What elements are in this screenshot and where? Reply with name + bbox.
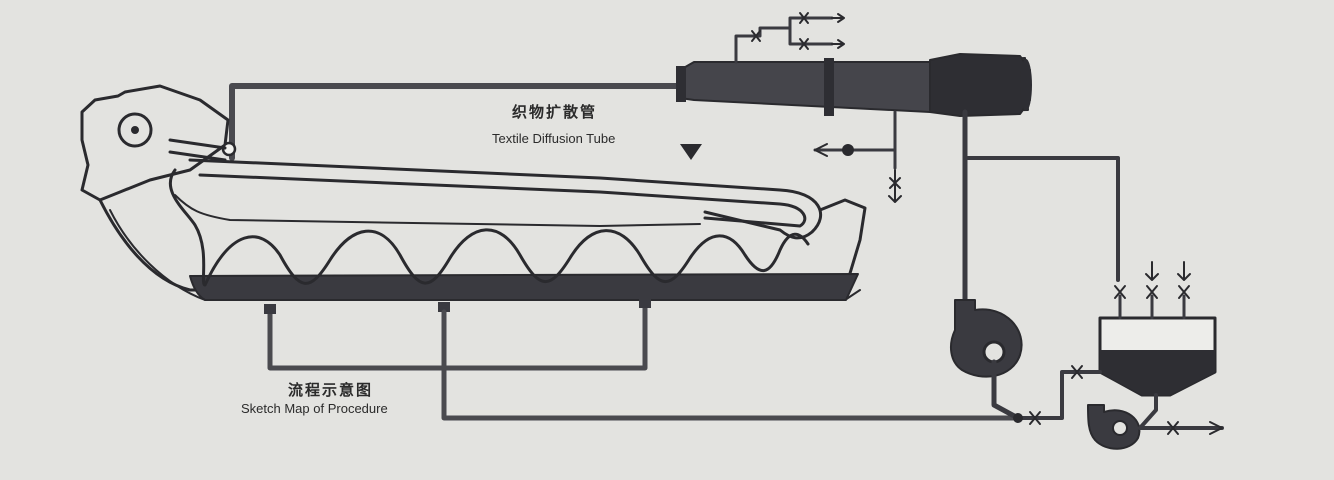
arrow-icon [831, 13, 845, 23]
valve-icon [1029, 411, 1041, 425]
inner-tube [188, 158, 823, 240]
drain-port-2 [438, 302, 450, 312]
vessel-hull [98, 198, 867, 292]
arrow-icon [888, 169, 902, 203]
diffusion-tube-label-en: Textile Diffusion Tube [492, 131, 616, 146]
side-outlet-line [813, 110, 897, 170]
diffusion-tube-label-cn: 织物扩散管 [512, 103, 598, 121]
valve-icon [1114, 285, 1126, 299]
liquor-layer [189, 273, 859, 301]
winch-housing [80, 84, 230, 202]
addition-line [1016, 370, 1102, 420]
fabric-wave [168, 168, 810, 287]
arrow-icon [1209, 421, 1223, 435]
valve-icon [1167, 421, 1179, 435]
sight-glass [842, 144, 854, 156]
valve-icon [799, 12, 809, 24]
arrow-icon [1177, 261, 1191, 281]
drain-port-1 [264, 304, 276, 314]
sketch-map-label-cn: 流程示意图 [288, 381, 374, 399]
overflow-pipe [966, 156, 1120, 282]
arrow-icon [1145, 261, 1159, 281]
drain-manifold [267, 303, 648, 371]
level-marker-icon [680, 144, 702, 160]
valve-icon [1178, 285, 1190, 299]
valve-icon [799, 38, 809, 50]
winch-reel [117, 112, 153, 148]
valve-icon [1071, 365, 1083, 379]
arrow-icon [831, 39, 845, 49]
return-pipe [441, 309, 1021, 421]
valve-icon [1146, 285, 1158, 299]
drain-port-3 [639, 298, 651, 308]
sketch-map-label-en: Sketch Map of Procedure [241, 401, 388, 416]
arrow-icon [814, 143, 828, 157]
winch-hub [131, 126, 139, 134]
valve-icon [751, 30, 761, 42]
top-valve-cluster [734, 16, 834, 64]
pump-icon [949, 299, 1023, 378]
top-pipe [229, 83, 683, 161]
valve-icon [889, 177, 901, 189]
